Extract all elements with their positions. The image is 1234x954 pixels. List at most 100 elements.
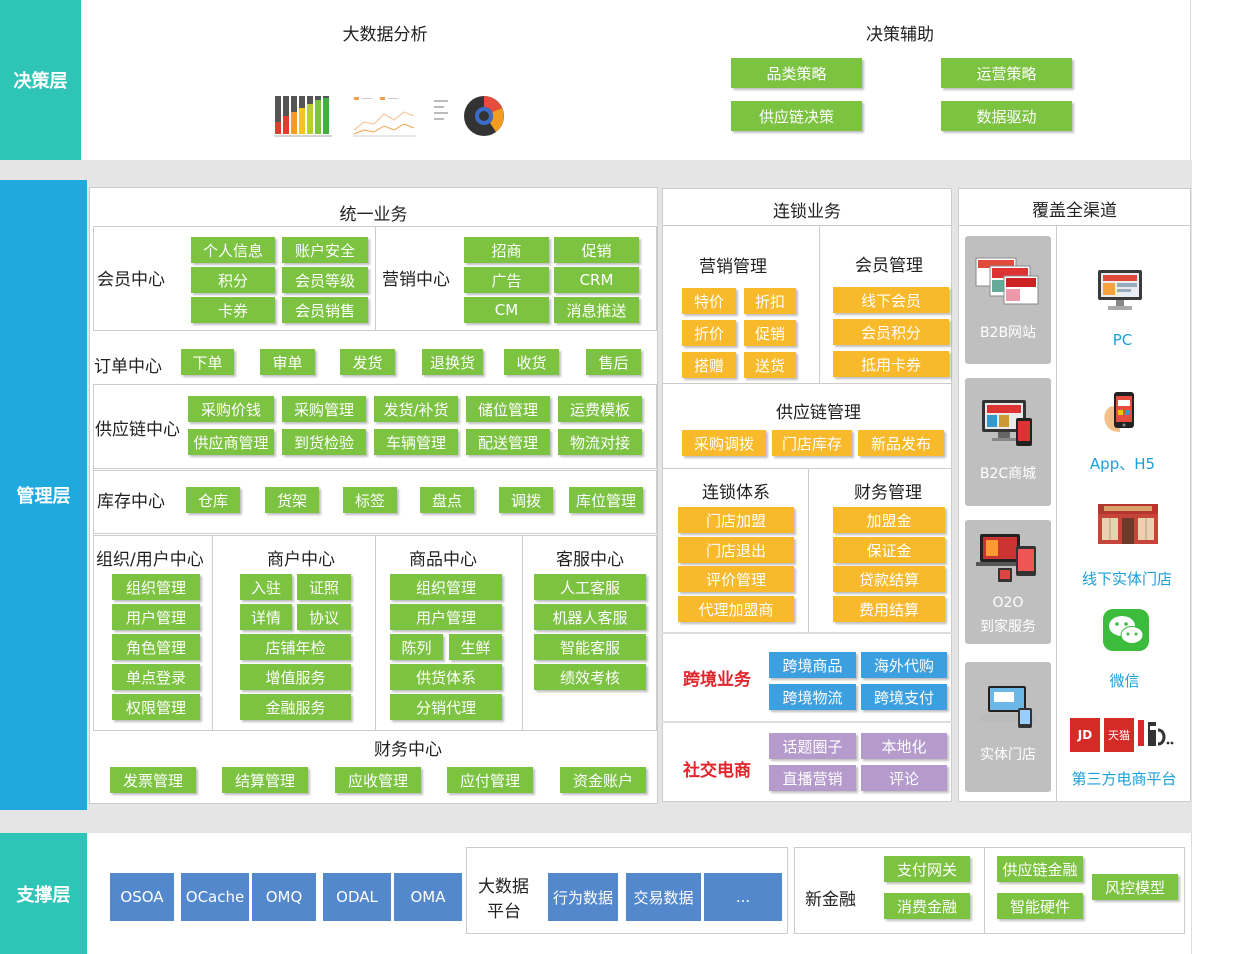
- marketing-item: CRM: [554, 267, 639, 293]
- chain-system-item: 门店加盟: [678, 507, 794, 533]
- order-item: 发货: [340, 349, 395, 375]
- wechat-icon: [1103, 609, 1149, 651]
- supply-item: 采购管理: [282, 396, 366, 422]
- chain-supply-item: 采购调拨: [682, 430, 766, 456]
- store-tile: [965, 662, 1051, 792]
- home-delivery-label: 到家服务: [980, 619, 1036, 635]
- member-item: 会员销售: [282, 297, 368, 323]
- goods-item: 陈列: [390, 634, 443, 660]
- chain-finance-item: 贷款结算: [833, 566, 945, 592]
- app-phone-icon: [1104, 392, 1134, 432]
- org-item: 单点登录: [112, 664, 200, 690]
- unified-business-title: 统一业务: [339, 205, 408, 225]
- pc-monitor-icon: [1098, 270, 1142, 310]
- chain-marketing-item: 促销: [744, 320, 796, 346]
- chain-marketing-item: 折扣: [744, 288, 796, 314]
- aux-data-driven: 数据驱动: [941, 101, 1072, 131]
- goods-item: 生鲜: [449, 634, 502, 660]
- member-item: 账户安全: [282, 237, 368, 263]
- offline-store-label: 线下实体门店: [1081, 570, 1172, 588]
- chain-divider-v2: [808, 468, 809, 632]
- social-item: 直播营销: [769, 765, 856, 791]
- member-item: 积分: [191, 267, 275, 293]
- chain-divider-h5: [662, 721, 952, 723]
- bigdata-platform-label-2: 平台: [487, 902, 521, 922]
- chain-marketing-item: 特价: [682, 288, 736, 314]
- service-item: 人工客服: [534, 574, 646, 600]
- consumer-finance-item: 消费金融: [884, 893, 970, 919]
- offline-store-icon: [1098, 504, 1158, 544]
- chain-marketing-label: 营销管理: [699, 257, 767, 277]
- chain-member-item: 抵用卡券: [833, 351, 949, 377]
- social-item: 评论: [861, 765, 947, 791]
- finance-item: 应收管理: [335, 767, 421, 793]
- tmall-logo-text: 天猫: [1108, 729, 1130, 742]
- inventory-center-box: [93, 470, 657, 534]
- b2b-website-icon: [975, 257, 1039, 305]
- inventory-item: 仓库: [186, 487, 240, 513]
- chain-finance-item: 费用结算: [833, 596, 945, 622]
- chain-supply-label: 供应链管理: [776, 403, 861, 423]
- donut-chart-icon: [434, 96, 504, 136]
- laptop-icon: [978, 686, 1036, 728]
- merchant-item: 增值服务: [240, 664, 351, 690]
- o2o-device-icon: [976, 534, 1036, 582]
- oma-block: OMA: [394, 873, 462, 921]
- cross-border-item: 跨境支付: [861, 684, 947, 710]
- org-item: 用户管理: [112, 604, 200, 630]
- line-chart-icon: [353, 97, 416, 137]
- chain-system-item: 代理加盟商: [678, 596, 794, 622]
- inventory-item: 调拨: [499, 487, 553, 513]
- inventory-item: 库位管理: [569, 487, 643, 513]
- behavior-data-block: 行为数据: [548, 873, 618, 921]
- chain-marketing-item: 折价: [682, 320, 736, 346]
- merchant-item: 店铺年检: [240, 634, 351, 660]
- tmall-logo: 天猫: [1104, 718, 1134, 752]
- chain-member-item: 会员积分: [833, 319, 949, 345]
- bigdata-platform-label-1: 大数据: [478, 877, 529, 897]
- b2c-mall-icon: [982, 400, 1032, 446]
- bar-chart-icon: [274, 96, 332, 137]
- channels-divider-v: [1056, 225, 1057, 802]
- chain-member-label: 会员管理: [855, 256, 923, 276]
- supply-item: 车辆管理: [374, 429, 458, 455]
- ocache-block: OCache: [181, 873, 249, 921]
- merchant-item: 入驻: [240, 574, 292, 600]
- third-party-platform-label: 第三方电商平台: [1071, 770, 1177, 788]
- bigdata-analysis-title: 大数据分析: [342, 25, 428, 45]
- new-finance-box: [794, 847, 1185, 934]
- channels-divider-h: [958, 225, 1191, 226]
- 1hd-logo-icon: [1138, 720, 1174, 746]
- management-layer-label: 管理层: [0, 180, 87, 810]
- goods-center-label: 商品中心: [409, 550, 477, 570]
- pc-label: PC: [1112, 331, 1133, 349]
- payment-gateway-item: 支付网关: [884, 856, 970, 882]
- b2b-label: B2B网站: [979, 325, 1037, 341]
- centers-divider-1: [212, 535, 213, 731]
- bigdata-platform-box: [466, 847, 788, 934]
- decision-border: [81, 0, 1191, 160]
- supply-item: 储位管理: [466, 396, 550, 422]
- supply-item: 物流对接: [558, 429, 642, 455]
- chain-system-item: 门店退出: [678, 537, 794, 563]
- marketing-center-label: 营销中心: [382, 270, 450, 290]
- org-item: 组织管理: [112, 574, 200, 600]
- member-item: 会员等级: [282, 267, 368, 293]
- inventory-center-label: 库存中心: [97, 492, 165, 512]
- order-item: 下单: [181, 349, 234, 375]
- merchant-item: 证照: [297, 574, 351, 600]
- supply-item: 采购价钱: [188, 396, 274, 422]
- marketing-item: CM: [464, 297, 549, 323]
- marketing-item: 招商: [464, 237, 549, 263]
- goods-item: 分销代理: [390, 694, 502, 720]
- goods-item: 用户管理: [390, 604, 502, 630]
- chain-finance-item: 保证金: [833, 537, 945, 563]
- goods-item: 组织管理: [390, 574, 502, 600]
- supply-item: 发货/补货: [374, 396, 458, 422]
- cross-border-item: 跨境物流: [769, 684, 856, 710]
- org-item: 权限管理: [112, 694, 200, 720]
- supply-item: 到货检验: [282, 429, 366, 455]
- order-item: 退换货: [422, 349, 483, 375]
- order-center-label: 订单中心: [94, 357, 162, 377]
- omq-block: OMQ: [252, 873, 316, 921]
